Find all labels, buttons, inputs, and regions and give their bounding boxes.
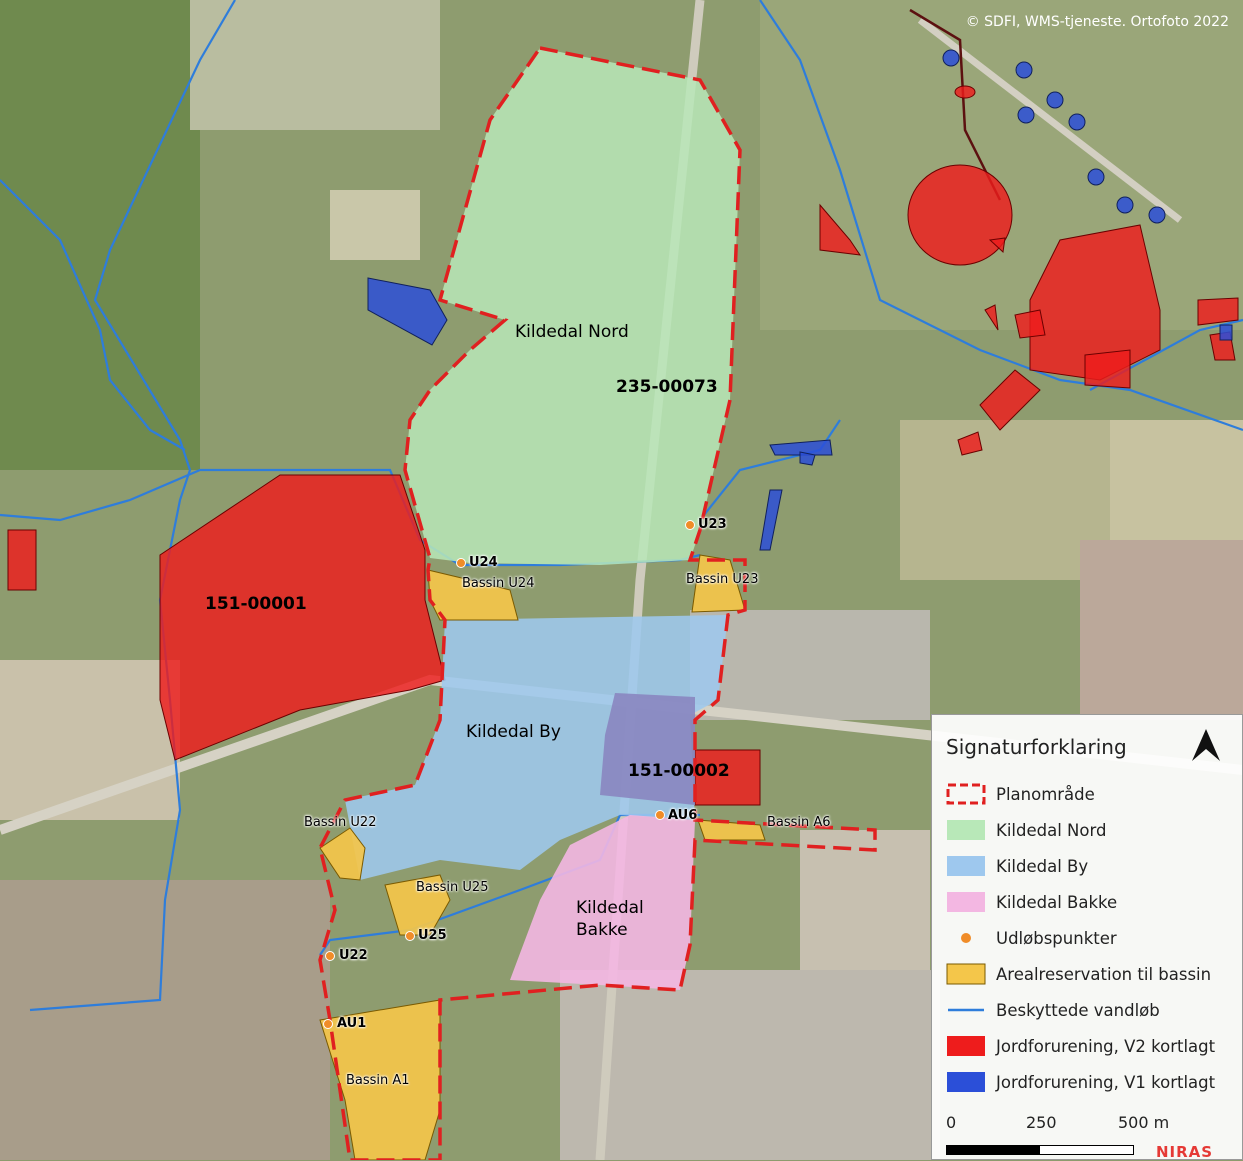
label-outlet-au1: AU1 xyxy=(337,1016,367,1031)
map-credit: © SDFI, WMS-tjeneste. Ortofoto 2022 xyxy=(965,14,1229,30)
legend-item-udlobspunkter: Udløbspunkter xyxy=(946,925,1117,951)
swatch-icon xyxy=(946,855,986,877)
scale-bar-graphic xyxy=(946,1145,1134,1155)
label-outlet-au6: AU6 xyxy=(668,808,698,823)
area-151-00002-overlap xyxy=(600,693,695,805)
swatch-icon xyxy=(946,891,986,913)
swatch-icon xyxy=(946,1071,986,1093)
scale-label-250: 250 xyxy=(1026,1113,1057,1132)
swatch-icon xyxy=(946,963,986,985)
label-outlet-u23: U23 xyxy=(698,517,727,532)
outlet-points xyxy=(323,520,695,1029)
legend-item-arealreservation: Arealreservation til bassin xyxy=(946,961,1211,987)
label-bassin-u23: Bassin U23 xyxy=(686,572,759,587)
legend-item-vandlob: Beskyttede vandløb xyxy=(946,997,1160,1023)
swatch-icon xyxy=(946,1035,986,1057)
contamination-v2 xyxy=(7,85,1239,806)
label-kildedal-nord: Kildedal Nord xyxy=(515,322,629,342)
area-kildedal-nord xyxy=(405,48,740,565)
legend-item-v1: Jordforurening, V1 kortlagt xyxy=(946,1069,1215,1095)
dashed-outline-icon xyxy=(946,783,986,805)
contamination-v1 xyxy=(367,49,1233,551)
dot-icon xyxy=(946,927,986,949)
label-outlet-u22: U22 xyxy=(339,948,368,963)
scale-label-0: 0 xyxy=(946,1113,957,1132)
basin-reservations xyxy=(319,554,766,1160)
field-west xyxy=(0,0,200,470)
label-code-151-00001: 151-00001 xyxy=(205,594,307,614)
scale-label-500: 500 m xyxy=(1118,1113,1170,1132)
niras-logo: NIRAS xyxy=(1156,1143,1214,1161)
label-bassin-u24: Bassin U24 xyxy=(462,576,535,591)
area-kildedal-bakke xyxy=(510,815,695,990)
label-bassin-u22: Bassin U22 xyxy=(304,815,377,830)
legend-title: Signaturforklaring xyxy=(946,735,1127,759)
label-kildedal-by: Kildedal By xyxy=(466,722,561,742)
swatch-icon xyxy=(946,819,986,841)
label-kildedal-bakke: Kildedal Bakke xyxy=(576,898,644,940)
label-code-151-00002: 151-00002 xyxy=(628,761,730,781)
line-icon xyxy=(946,999,986,1021)
area-kildedal-by xyxy=(345,615,728,880)
label-code-235-00073: 235-00073 xyxy=(616,377,718,397)
plan-boundary xyxy=(318,46,877,1160)
legend-item-planomrade: Planområde xyxy=(946,781,1095,807)
north-arrow-icon xyxy=(1192,729,1220,761)
legend-panel: Signaturforklaring Planområde Kildedal N… xyxy=(931,714,1243,1161)
label-bassin-u25: Bassin U25 xyxy=(416,880,489,895)
label-bassin-a1: Bassin A1 xyxy=(346,1073,410,1088)
legend-item-kildedal-nord: Kildedal Nord xyxy=(946,817,1106,843)
legend-item-v2: Jordforurening, V2 kortlagt xyxy=(946,1033,1215,1059)
label-outlet-u24: U24 xyxy=(469,555,498,570)
legend-item-kildedal-bakke: Kildedal Bakke xyxy=(946,889,1117,915)
label-outlet-u25: U25 xyxy=(418,928,447,943)
legend-item-kildedal-by: Kildedal By xyxy=(946,853,1088,879)
label-bassin-a6: Bassin A6 xyxy=(767,815,831,830)
scale-bar: 0 250 500 m xyxy=(946,1113,1186,1155)
